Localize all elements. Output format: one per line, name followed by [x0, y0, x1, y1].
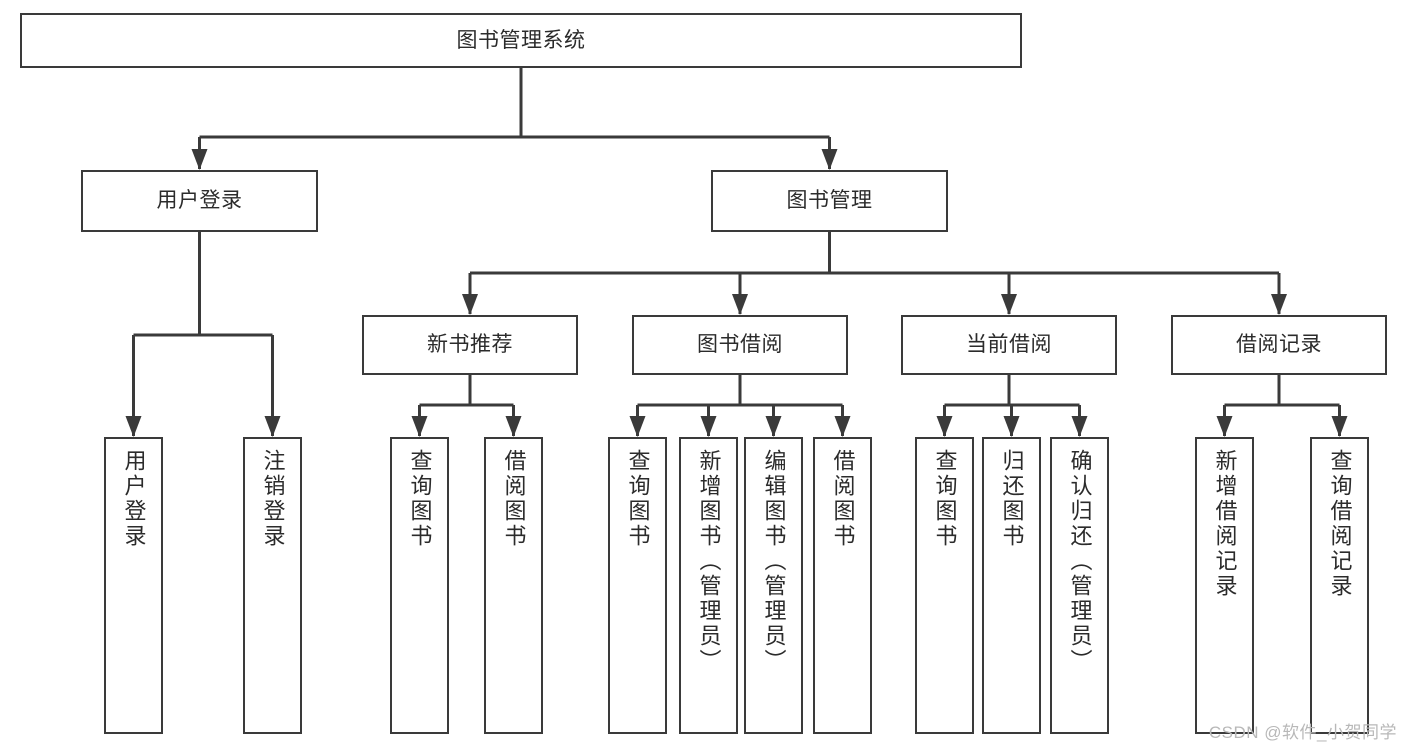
node-l-login-1[interactable]: 用户登录 — [104, 437, 163, 734]
node-l-bor-1[interactable]: 查询图书 — [608, 437, 667, 734]
node-l-cur-3[interactable]: 确认归还（管理员） — [1050, 437, 1109, 734]
node-l-login-2[interactable]: 注销登录 — [243, 437, 302, 734]
node-l-cur-1[interactable]: 查询图书 — [915, 437, 974, 734]
node-label: 新书推荐 — [427, 333, 513, 357]
node-label: 借阅图书 — [501, 449, 527, 549]
node-newbook[interactable]: 新书推荐 — [362, 315, 578, 375]
node-label: 查询图书 — [407, 449, 433, 549]
node-label: 当前借阅 — [966, 333, 1052, 357]
node-l-rec-2[interactable]: 查询借阅记录 — [1310, 437, 1369, 734]
node-label: 借阅记录 — [1236, 333, 1322, 357]
node-label: 新增借阅记录 — [1212, 449, 1238, 599]
node-label: 确认归还（管理员） — [1067, 449, 1093, 674]
node-l-new-2[interactable]: 借阅图书 — [484, 437, 543, 734]
node-label: 查询图书 — [625, 449, 651, 549]
node-l-bor-3[interactable]: 编辑图书（管理员） — [744, 437, 803, 734]
node-label: 新增图书（管理员） — [696, 449, 722, 674]
node-label: 用户登录 — [121, 449, 147, 549]
node-l-cur-2[interactable]: 归还图书 — [982, 437, 1041, 734]
node-login[interactable]: 用户登录 — [81, 170, 318, 232]
node-root[interactable]: 图书管理系统 — [20, 13, 1022, 68]
node-label: 图书管理系统 — [456, 28, 586, 52]
node-record[interactable]: 借阅记录 — [1171, 315, 1387, 375]
node-label: 编辑图书（管理员） — [761, 449, 787, 674]
node-label: 注销登录 — [260, 449, 286, 549]
node-label: 图书管理 — [786, 189, 873, 213]
node-label: 借阅图书 — [830, 449, 856, 549]
node-label: 用户登录 — [156, 189, 243, 213]
node-l-bor-4[interactable]: 借阅图书 — [813, 437, 872, 734]
node-label: 查询借阅记录 — [1327, 449, 1353, 599]
node-l-rec-1[interactable]: 新增借阅记录 — [1195, 437, 1254, 734]
node-l-bor-2[interactable]: 新增图书（管理员） — [679, 437, 738, 734]
node-l-new-1[interactable]: 查询图书 — [390, 437, 449, 734]
node-label: 归还图书 — [999, 449, 1025, 549]
node-current[interactable]: 当前借阅 — [901, 315, 1117, 375]
node-label: 查询图书 — [932, 449, 958, 549]
node-bookmgmt[interactable]: 图书管理 — [711, 170, 948, 232]
node-borrow[interactable]: 图书借阅 — [632, 315, 848, 375]
node-label: 图书借阅 — [697, 333, 783, 357]
